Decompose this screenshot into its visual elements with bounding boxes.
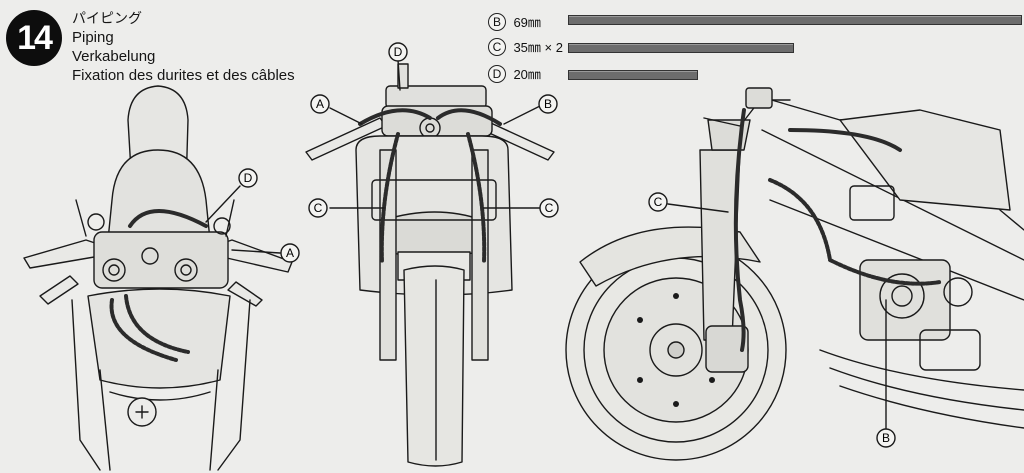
step-titles: パイピング Piping Verkabelung Fixation des du… (72, 9, 295, 85)
callout-b-front-label: B (544, 97, 552, 111)
legend-row-b: B 69㎜ (488, 12, 541, 32)
tube-c-graphic (568, 43, 794, 53)
callout-c-side-label: C (654, 195, 663, 209)
callout-d-front-label: D (394, 45, 403, 59)
legend-letter-c: C (488, 37, 506, 56)
tube-b-graphic (568, 15, 1022, 25)
legend-length-d: 20㎜ (513, 67, 541, 82)
legend-row-c: C 35㎜ × 2 (488, 37, 563, 57)
callout-markers: D A D A B C C (238, 42, 896, 448)
callout-a-front: A (310, 94, 330, 114)
top-view-drawing (23, 85, 293, 471)
legend-letter-b: B (488, 12, 506, 31)
callout-d-top-label: D (244, 171, 253, 185)
callout-a-top-label: A (286, 246, 294, 260)
callout-c-front-right-label: C (545, 201, 554, 215)
title-german: Verkabelung (72, 48, 156, 65)
title-english: Piping (72, 29, 114, 46)
legend-length-b: 69㎜ (513, 15, 541, 30)
callout-d-top: D (238, 168, 258, 188)
side-view-drawing (565, 87, 1024, 461)
callout-c-front-left-label: C (314, 201, 323, 215)
title-japanese: パイピング (72, 10, 142, 26)
legend-row-d: D 20㎜ (488, 64, 541, 84)
callout-b-side: B (876, 428, 896, 448)
tube-d-graphic (568, 70, 698, 80)
callout-b-front: B (538, 94, 558, 114)
legend-letter-d: D (488, 64, 506, 83)
callout-c-front-left: C (308, 198, 328, 218)
callout-d-front: D (388, 42, 408, 62)
front-view-drawing (305, 59, 555, 467)
callout-b-side-label: B (882, 431, 890, 445)
title-french: Fixation des durites et des câbles (72, 67, 295, 84)
callout-c-front-right: C (539, 198, 559, 218)
callout-c-side: C (648, 192, 668, 212)
callout-a-top: A (280, 243, 300, 263)
step-number-badge: 14 (6, 10, 62, 66)
legend-length-c: 35㎜ × 2 (513, 40, 563, 55)
callout-a-front-label: A (316, 97, 324, 111)
